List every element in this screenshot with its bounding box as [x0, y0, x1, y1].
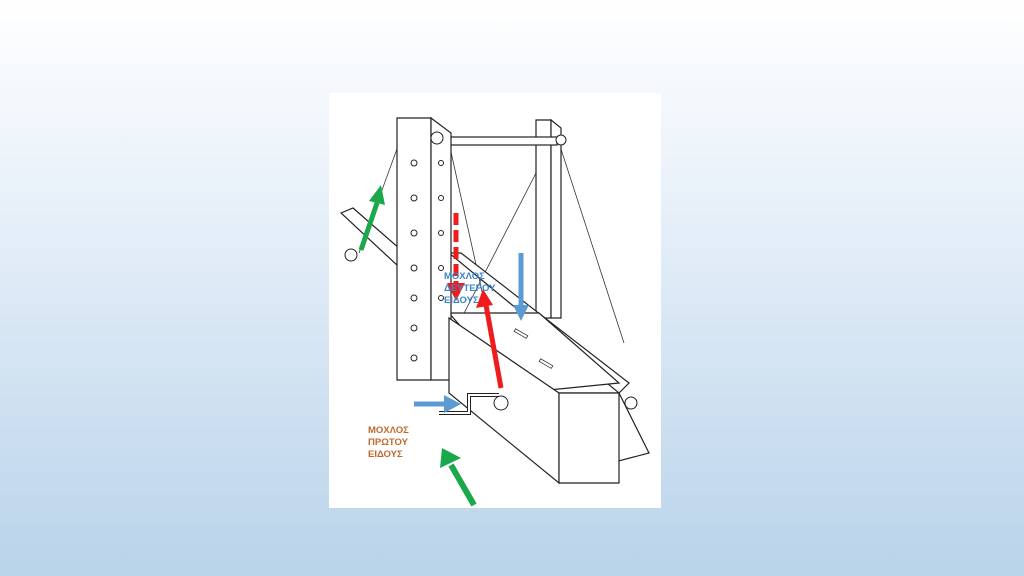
label-line: ΜΟΧΛΟΣ — [368, 425, 409, 436]
up-arrow-icon — [440, 448, 461, 468]
label-line: ΠΡΩΤΟΥ — [368, 437, 408, 448]
right-arrow-icon — [444, 395, 461, 413]
label-line: ΜΟΧΛΟΣ — [444, 271, 485, 282]
label-line: ΕΙΔΟΥΣ — [444, 295, 479, 306]
lift-bridge-diagram: ΜΟΧΛΟΣ ΠΡΩΤΟΥ ΕΙΔΟΥΣ ΜΟΧΛΟΣ ΔΕΥΤΕΡΟΥ ΕΙΔ… — [329, 93, 661, 508]
label-line: ΕΙΔΟΥΣ — [368, 449, 403, 460]
arrows — [358, 185, 529, 507]
bridge-drawing — [339, 116, 650, 507]
up-arrow-icon — [369, 185, 385, 205]
crank-wheel — [493, 395, 509, 411]
label-line: ΔΕΥΤΕΡΟΥ — [444, 283, 496, 294]
left-tower — [396, 117, 432, 381]
second-class-lever-label: ΜΟΧΛΟΣ ΔΕΥΤΕΡΟΥ ΕΙΔΟΥΣ — [444, 271, 495, 307]
down-arrow-icon — [447, 283, 465, 301]
right-tower — [535, 119, 552, 319]
up-arrow-icon — [476, 289, 493, 308]
first-class-lever-label: ΜΟΧΛΟΣ ΠΡΩΤΟΥ ΕΙΔΟΥΣ — [368, 425, 409, 461]
down-arrow-icon — [513, 305, 529, 321]
top-axle — [446, 136, 558, 146]
